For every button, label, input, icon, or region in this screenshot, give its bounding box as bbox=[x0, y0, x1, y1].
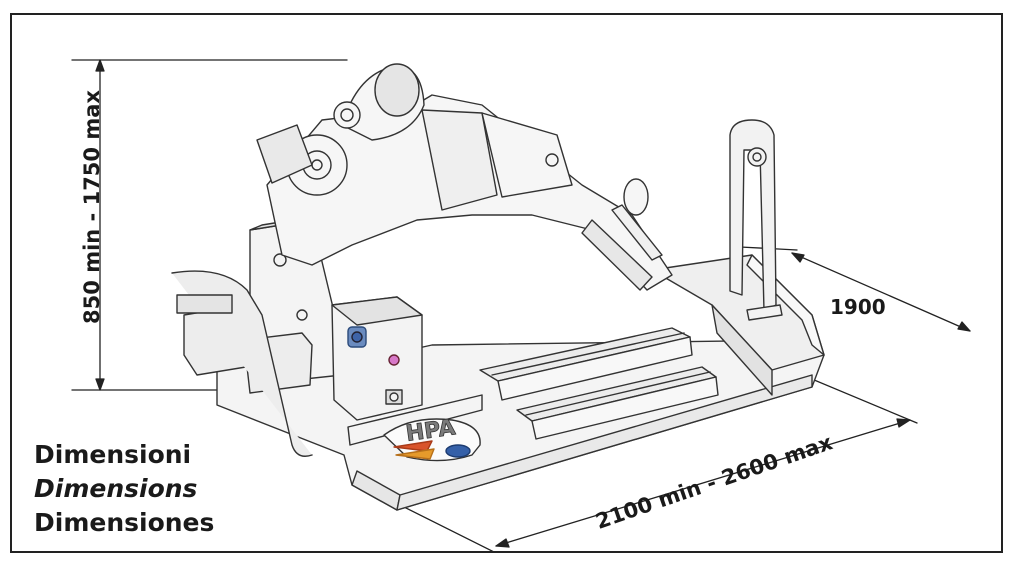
hydraulic-unit bbox=[171, 270, 313, 457]
caption-italian: Dimensioni bbox=[34, 440, 192, 469]
depth-dimension-label: 1900 bbox=[830, 295, 886, 319]
hpa-logo-plate: HPA bbox=[383, 415, 481, 462]
diagram-frame: HPA 850 min - 1750 max 1900 2100 min - 2… bbox=[10, 13, 1003, 553]
right-upright bbox=[729, 119, 783, 321]
height-dimension-label: 850 min - 1750 max bbox=[80, 90, 104, 324]
height-dimension-line bbox=[71, 59, 348, 391]
depth-dimension-line bbox=[739, 246, 971, 332]
main-arm bbox=[256, 63, 673, 291]
dimensions-caption: Dimensioni Dimensions Dimensiones bbox=[34, 438, 214, 540]
caption-english: Dimensions bbox=[34, 474, 198, 503]
tire-changer-illustration: HPA bbox=[71, 59, 971, 551]
control-panel bbox=[331, 296, 423, 421]
caption-spanish: Dimensiones bbox=[34, 508, 215, 537]
sliding-rails bbox=[479, 327, 719, 440]
